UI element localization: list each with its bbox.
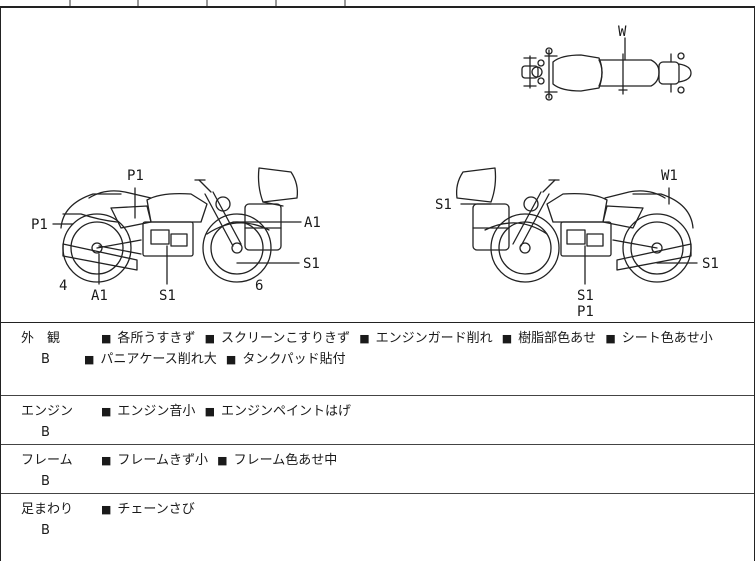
top-table-stub	[69, 0, 346, 6]
category-name: 外 観	[21, 331, 61, 346]
condition-items: エンジン音小 エンジンペイントはげ	[101, 401, 751, 422]
condition-item: パニアケース削れ大	[84, 352, 217, 367]
label-right-p1-bottom: P1	[577, 304, 594, 320]
condition-items: 各所うすきず スクリーンこすりきず エンジンガード削れ 樹脂部色あせ シート色あ…	[84, 328, 751, 370]
condition-item: エンジンペイントはげ	[200, 404, 351, 419]
motorcycle-left-side-view	[52, 167, 302, 285]
condition-items: チェーンさび	[101, 499, 751, 520]
category-grade: B	[41, 523, 50, 538]
condition-item: エンジン音小	[101, 404, 195, 419]
motorcycle-top-view	[521, 37, 692, 101]
condition-item: フレーム色あせ中	[212, 453, 337, 468]
label-w: W	[618, 24, 627, 40]
condition-item: チェーンさび	[101, 502, 195, 517]
label-right-s1-bottom: S1	[577, 288, 594, 304]
motorcycle-diagrams: W P1 P1 A1 S1 4 A1 S1 6 W1 S1 S1 S1 P1	[31, 24, 719, 320]
condition-row-exterior: 外 観 B 各所うすきず スクリーンこすりきず エンジンガード削れ 樹脂部色あせ…	[0, 322, 755, 396]
damage-diagram: W P1 P1 A1 S1 4 A1 S1 6 W1 S1 S1 S1 P1	[0, 6, 755, 323]
category-grade: B	[41, 352, 50, 367]
category-name: フレーム	[21, 453, 73, 468]
condition-item: フレームきず小	[101, 453, 208, 468]
label-left-a1-right: A1	[304, 215, 321, 231]
condition-category: 足まわり B	[21, 499, 73, 541]
label-left-a1-bottom: A1	[91, 288, 108, 304]
category-grade: B	[41, 425, 50, 440]
condition-item: エンジンガード削れ	[354, 331, 492, 346]
category-name: エンジン	[21, 404, 74, 419]
diagram-labels: W P1 P1 A1 S1 4 A1 S1 6 W1 S1 S1 S1 P1	[31, 24, 719, 320]
category-grade: B	[41, 474, 50, 489]
label-left-p1-left: P1	[31, 217, 48, 233]
label-left-6: 6	[255, 278, 263, 294]
condition-row-engine: エンジン B エンジン音小 エンジンペイントはげ	[0, 395, 755, 445]
condition-item: タンクパッド貼付	[221, 352, 346, 367]
label-right-s1-left: S1	[435, 197, 452, 213]
label-right-s1-right: S1	[702, 256, 719, 272]
condition-category: フレーム B	[21, 450, 73, 492]
category-name: 足まわり	[21, 502, 74, 517]
condition-category: 外 観 B	[21, 328, 60, 370]
condition-item: 各所うすきず	[101, 331, 195, 346]
condition-category: エンジン B	[21, 401, 73, 443]
label-left-p1-top: P1	[127, 168, 144, 184]
label-right-w1-top: W1	[661, 168, 678, 184]
condition-item: スクリーンこすりきず	[200, 331, 351, 346]
condition-item: シート色あせ小	[600, 331, 712, 346]
label-left-s1-right: S1	[303, 256, 320, 272]
motorcycle-right-side-view	[455, 167, 698, 285]
condition-row-frame: フレーム B フレームきず小 フレーム色あせ中	[0, 444, 755, 494]
label-left-4: 4	[59, 278, 67, 294]
label-left-s1-bottom: S1	[159, 288, 176, 304]
condition-item: 樹脂部色あせ	[497, 331, 596, 346]
condition-items: フレームきず小 フレーム色あせ中	[101, 450, 751, 471]
condition-row-suspension: 足まわり B チェーンさび	[0, 493, 755, 561]
